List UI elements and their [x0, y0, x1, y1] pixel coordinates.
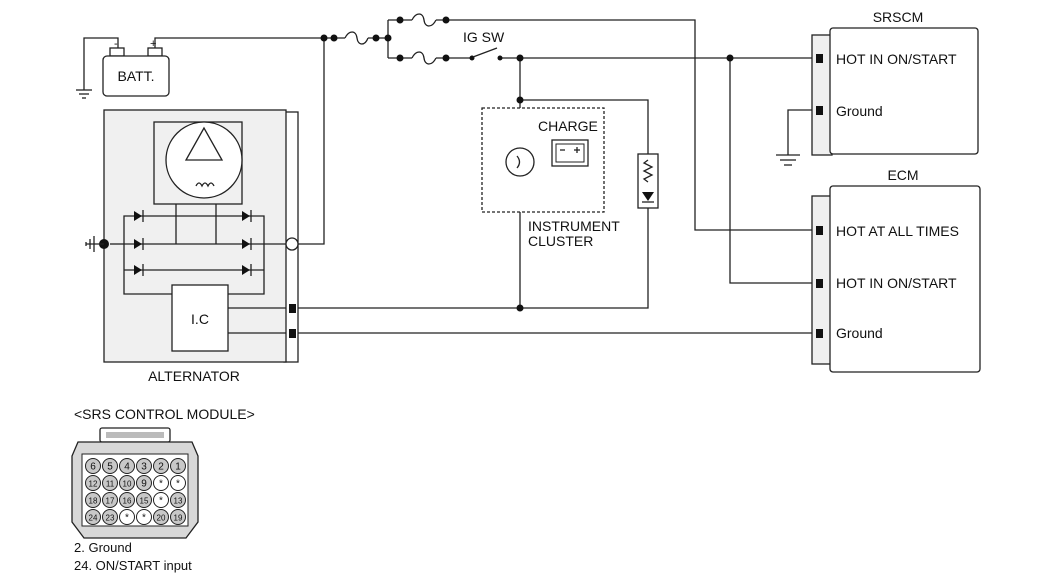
ecm-title: ECM: [887, 167, 918, 183]
ground-icon: [776, 154, 800, 166]
battery-pos-sign: +: [150, 38, 156, 50]
connector-pin: 16: [119, 492, 135, 508]
wires: [83, 19, 818, 334]
alternator-ic-label: I.C: [191, 311, 209, 327]
connector-pin: 2: [153, 458, 169, 474]
battery-label: BATT.: [117, 68, 154, 84]
ground-icon: [76, 89, 92, 99]
srscm-title: SRSCM: [873, 9, 924, 25]
connector-pin-label: *: [125, 513, 129, 524]
connector-pin-label: *: [142, 513, 146, 524]
connector-pin-label: *: [176, 479, 180, 490]
connector-pin-label: 1: [175, 462, 181, 473]
ecm-module: ECM HOT AT ALL TIMES HOT IN ON/START Gro…: [811, 167, 981, 373]
connector-note: 2. Ground: [74, 540, 132, 555]
connector-pin: *: [153, 492, 169, 508]
connector-pin: *: [119, 509, 135, 525]
fuse-icon: [411, 13, 437, 27]
battery-warning-icon: [551, 139, 589, 167]
connector-pin-label: 23: [106, 514, 115, 523]
srscm-module: SRSCM HOT IN ON/START Ground: [811, 9, 979, 156]
connector-pin-label: 20: [157, 514, 166, 523]
connector-pin-label: 18: [89, 497, 98, 506]
fuse-icon: [344, 31, 369, 45]
connector-pin-label: *: [159, 479, 163, 490]
fuse-icon: [411, 51, 437, 65]
connector-pin-label: 6: [90, 462, 96, 473]
connector-pin-label: 19: [174, 514, 183, 523]
cluster-label-line2: CLUSTER: [528, 233, 593, 249]
diode-icon: [134, 210, 252, 276]
connector-pin-label: 3: [141, 462, 147, 473]
connector-pin: 13: [170, 492, 186, 508]
connector-pin: 18: [85, 492, 101, 508]
connector-pin-label: *: [159, 496, 163, 507]
connector-pin-label: 12: [89, 480, 98, 489]
cluster-label-line1: INSTRUMENT: [528, 218, 620, 234]
connector-pin-label: 5: [107, 462, 113, 473]
connector-pin-label: 15: [140, 497, 149, 506]
connector-pin-label: 4: [124, 462, 130, 473]
junction-dots: [320, 16, 734, 312]
ecm-pin-label: HOT IN ON/START: [836, 275, 957, 291]
connector-title: <SRS CONTROL MODULE>: [74, 406, 255, 422]
resistor-diode-icon: [637, 153, 659, 209]
battery: - + BATT.: [102, 38, 170, 97]
connector-pin-label: 9: [141, 479, 147, 490]
connector-pin: *: [153, 475, 169, 491]
connector-pin-label: 10: [123, 480, 132, 489]
connector-pin: 17: [102, 492, 118, 508]
ecm-pin-label: HOT AT ALL TIMES: [836, 223, 959, 239]
connector-pin-label: 11: [106, 480, 115, 489]
connector-pin: *: [170, 475, 186, 491]
connector-pin: 1: [170, 458, 186, 474]
connector-pin: 12: [85, 475, 101, 491]
connector-pin: 23: [102, 509, 118, 525]
connector-pin: 15: [136, 492, 152, 508]
srscm-pin-label: HOT IN ON/START: [836, 51, 957, 67]
instrument-cluster: CHARGE INSTRUMENT CLUSTER: [481, 107, 620, 249]
alternator: I.C ALTERNATOR: [85, 109, 299, 384]
connector-pin: 20: [153, 509, 169, 525]
alternator-label: ALTERNATOR: [148, 368, 240, 384]
charge-label: CHARGE: [538, 118, 598, 134]
battery-neg-sign: -: [114, 38, 118, 50]
connector-pin-label: 17: [106, 497, 115, 506]
connector-pin: 3: [136, 458, 152, 474]
connector-pin: 10: [119, 475, 135, 491]
ecm-pin-label: Ground: [836, 325, 883, 341]
connector-pin: 4: [119, 458, 135, 474]
connector-pin: *: [136, 509, 152, 525]
connector-pin: 5: [102, 458, 118, 474]
connector-pin: 11: [102, 475, 118, 491]
connector-pin: 19: [170, 509, 186, 525]
connector-pin-label: 24: [89, 514, 98, 523]
connector-pin: 6: [85, 458, 101, 474]
connector-pin: 24: [85, 509, 101, 525]
connector-pin: 9: [136, 475, 152, 491]
srscm-pin-label: Ground: [836, 103, 883, 119]
connector-pin-label: 16: [123, 497, 132, 506]
connector-note: 24. ON/START input: [74, 558, 192, 573]
ignition-switch-icon: [469, 47, 503, 61]
connector-pin-label: 2: [158, 462, 164, 473]
connector-pin-label: 13: [174, 497, 183, 506]
ig-switch-label: IG SW: [463, 29, 505, 45]
